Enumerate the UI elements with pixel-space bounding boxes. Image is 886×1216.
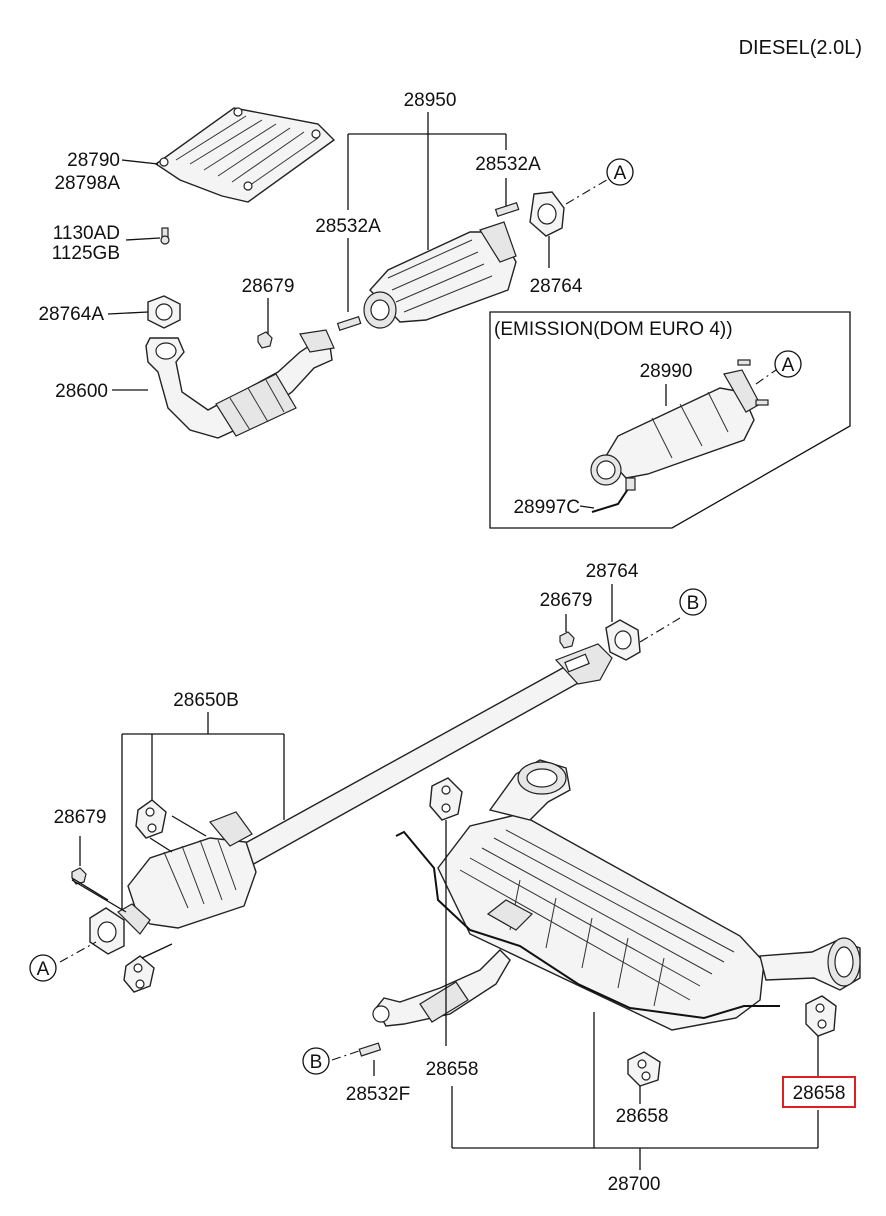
rubber-hanger-part xyxy=(135,799,167,839)
ref-circle-A-inset: A xyxy=(774,350,802,378)
stud-part xyxy=(336,315,362,331)
label-28658-mid: 28658 xyxy=(616,1106,669,1127)
svg-text:B: B xyxy=(310,1052,323,1073)
label-28790: 28790 xyxy=(67,150,120,171)
label-1125GB: 1125GB xyxy=(52,243,120,264)
label-28679-mid: 28679 xyxy=(540,590,593,611)
gasket-part xyxy=(147,295,181,329)
highlight-box xyxy=(782,1076,856,1108)
leader-lines-top xyxy=(107,112,611,391)
stud-part xyxy=(358,1042,382,1057)
label-28600: 28600 xyxy=(55,381,108,402)
nut-part xyxy=(257,331,273,349)
nut-part xyxy=(559,631,575,649)
ref-circle-A-bottom: A xyxy=(29,954,57,982)
svg-text:B: B xyxy=(687,593,700,614)
gasket-part xyxy=(529,191,565,237)
label-28764-top: 28764 xyxy=(530,276,583,297)
leader-lines-bottom xyxy=(59,584,819,1170)
label-28532F: 28532F xyxy=(346,1084,410,1105)
heat-shield-part xyxy=(154,107,336,203)
stud-part xyxy=(494,201,520,217)
bolt-part xyxy=(160,227,170,245)
rear-muffler-part xyxy=(372,759,861,1031)
emission-inset xyxy=(489,311,851,529)
rubber-hanger-part xyxy=(627,1051,661,1087)
rubber-hanger-part xyxy=(123,955,155,993)
label-28990: 28990 xyxy=(640,361,693,382)
svg-text:A: A xyxy=(782,355,795,376)
label-28764-mid: 28764 xyxy=(586,561,639,582)
ref-circle-B-bottom: B xyxy=(302,1047,330,1075)
label-28950: 28950 xyxy=(404,90,457,111)
label-1130AD: 1130AD xyxy=(53,223,120,244)
rubber-hanger-part xyxy=(805,995,837,1037)
label-28679-top: 28679 xyxy=(242,276,295,297)
svg-text:A: A xyxy=(37,959,50,980)
front-pipe-part xyxy=(145,329,335,439)
label-28798A: 28798A xyxy=(54,173,120,194)
label-28658-left: 28658 xyxy=(426,1059,479,1080)
label-28650B: 28650B xyxy=(173,690,239,711)
gasket-part xyxy=(89,907,125,955)
catalytic-converter-part xyxy=(363,221,517,329)
svg-text:A: A xyxy=(614,163,627,184)
inset-title: (EMISSION(DOM EURO 4)) xyxy=(494,319,733,340)
rubber-hanger-part xyxy=(429,777,463,821)
ref-circle-B-mid: B xyxy=(679,588,707,616)
diagram-title: DIESEL(2.0L) xyxy=(739,37,862,59)
label-28532A-top: 28532A xyxy=(475,154,541,175)
label-28700: 28700 xyxy=(608,1174,661,1195)
label-28658-right: 28658 xyxy=(793,1083,846,1104)
label-28532A-left: 28532A xyxy=(315,216,381,237)
center-pipe-part xyxy=(117,643,613,935)
label-28679-left: 28679 xyxy=(54,807,107,828)
label-28997C: 28997C xyxy=(513,497,580,518)
gasket-part xyxy=(605,619,641,661)
ref-circle-A-top: A xyxy=(606,158,634,186)
label-28764A: 28764A xyxy=(38,304,104,325)
